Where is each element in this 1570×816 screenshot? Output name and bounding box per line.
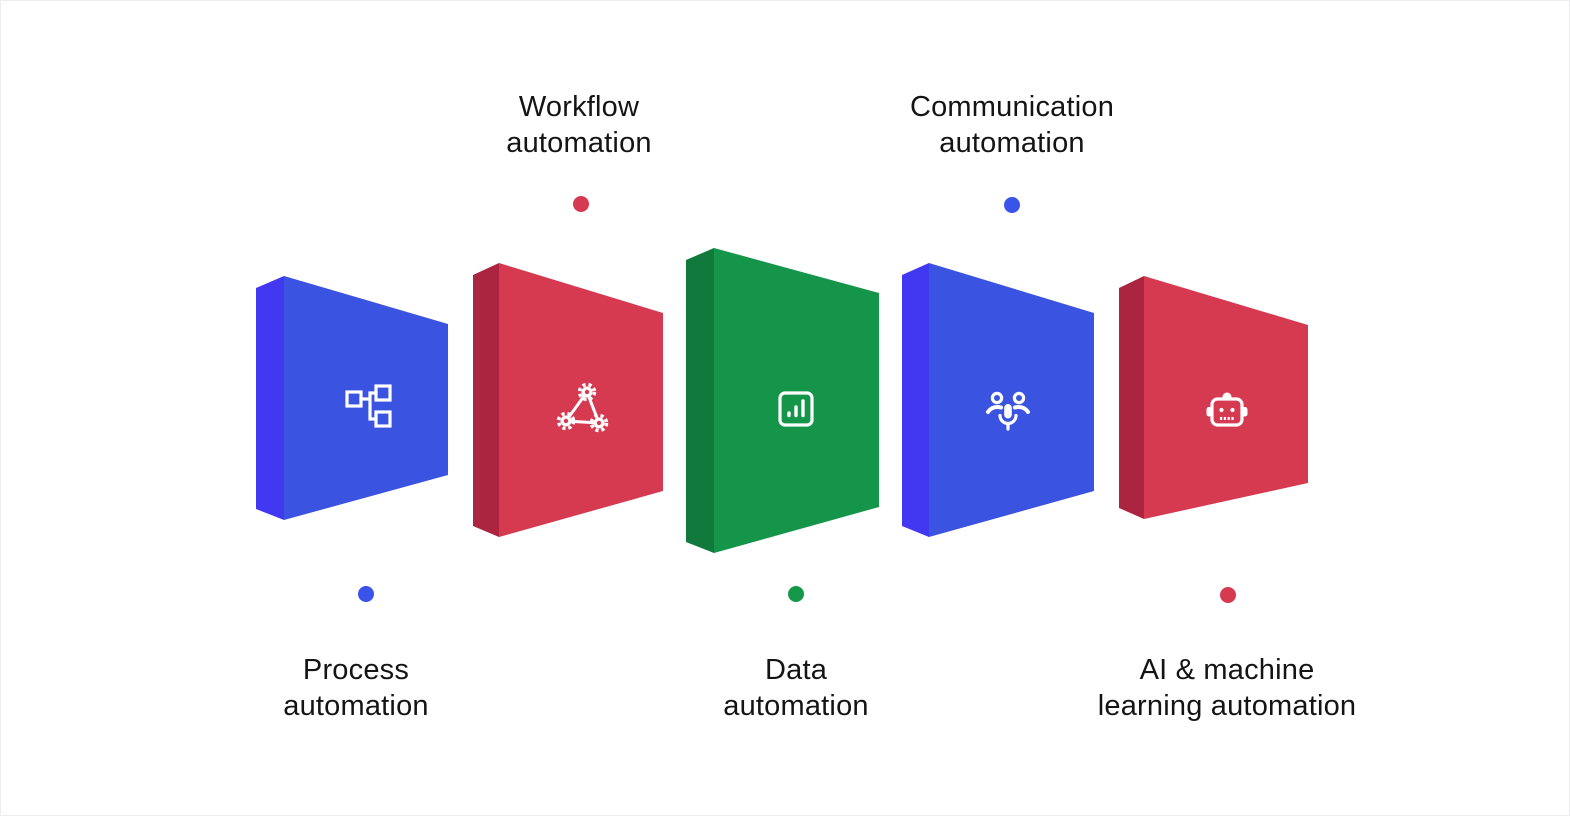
data-dot (788, 586, 804, 602)
label-line: learning automation (1097, 690, 1357, 722)
label-line: automation (723, 690, 869, 722)
label-communication-automation: Communication automation (910, 89, 1114, 161)
label-line: AI & machine (1139, 654, 1315, 686)
panel-face (714, 248, 879, 553)
bar-chart-icon (778, 391, 814, 427)
panel-side (902, 263, 929, 537)
label-data-automation: Data automation (723, 652, 869, 724)
ai-ml-dot (1220, 587, 1236, 603)
label-line: Process (302, 654, 410, 686)
process-dot (358, 586, 374, 602)
panel-side (1119, 276, 1144, 519)
label-line: Workflow (518, 91, 640, 123)
panel-process-automation (256, 276, 448, 520)
workflow-dot (573, 196, 589, 212)
panel-data-automation (686, 248, 879, 553)
panel-workflow-automation (473, 263, 663, 537)
label-line: Communication (909, 91, 1115, 123)
label-workflow-automation: Workflow automation (506, 89, 652, 161)
label-line: automation (939, 127, 1085, 159)
label-process-automation: Process automation (283, 652, 429, 724)
connected-gears-icon (556, 382, 609, 433)
panel-side (473, 263, 499, 537)
panel-face (929, 263, 1094, 537)
people-microphone-icon (986, 391, 1030, 431)
panel-communication-automation (902, 263, 1094, 537)
panel-side (256, 276, 284, 520)
label-ai-ml-automation: AI & machine learning automation (1098, 652, 1357, 724)
label-line: automation (283, 690, 429, 722)
communication-dot (1004, 197, 1020, 213)
panel-side (686, 248, 714, 553)
panel-ai-ml-automation (1119, 276, 1308, 519)
robot-icon (1206, 392, 1248, 427)
label-line: automation (506, 127, 652, 159)
sitemap-icon (345, 384, 392, 428)
label-line: Data (764, 654, 828, 686)
